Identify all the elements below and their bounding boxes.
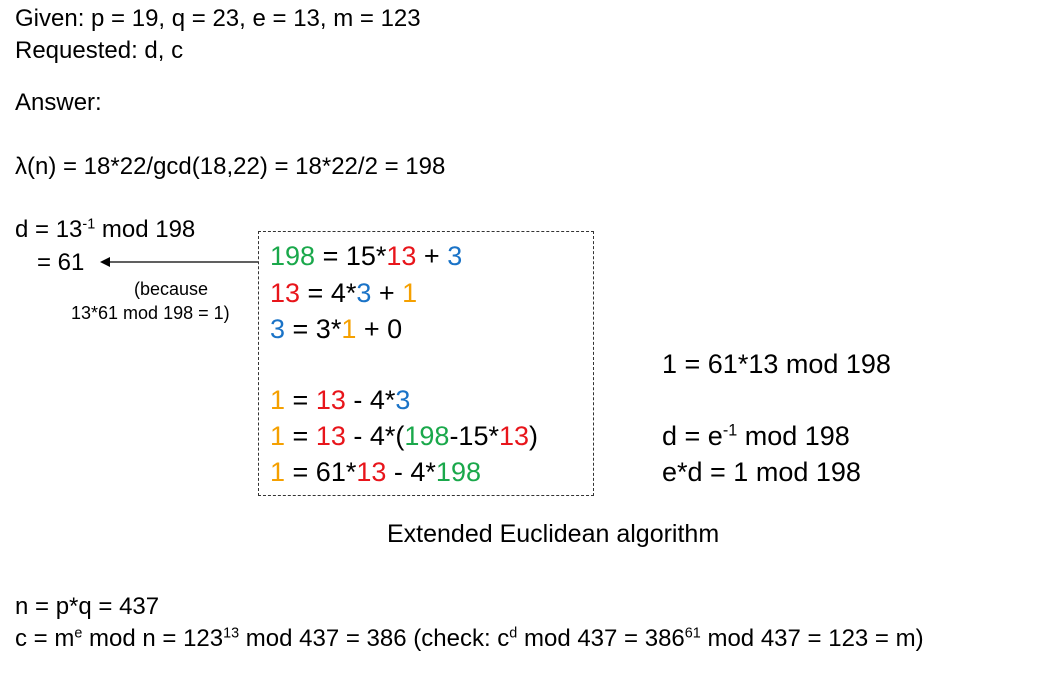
requested-text: Requested: d, c xyxy=(15,37,184,64)
right-line-3: e*d = 1 mod 198 xyxy=(662,459,861,486)
euclid-r1-d: + xyxy=(416,241,448,271)
because-text-2: 13*61 mod 198 = 1) xyxy=(71,303,230,323)
lambda-symbol: λ xyxy=(15,153,27,180)
euclid-r3-a: 3 xyxy=(270,314,286,344)
right-l2-exp: -1 xyxy=(722,421,738,440)
d-result-text: = 61 xyxy=(37,249,85,276)
right-l1-text: 1 = 61*13 mod 198 xyxy=(662,349,891,379)
euclid-r1-e: 3 xyxy=(447,241,463,271)
lambda-text: (n) = 18*22/gcd(18,22) = 18*22/2 = 198 xyxy=(27,153,446,180)
euclid-r4-b: = xyxy=(285,385,316,415)
because-text-1: (because xyxy=(134,279,209,299)
d-result: = 61 xyxy=(37,251,84,275)
given-line: Given: p = 19, q = 23, e = 13, m = 123 xyxy=(15,7,421,31)
euclid-box xyxy=(258,231,594,496)
euclid-row-5: 1 = 13 - 4*(198-15*13) xyxy=(270,423,538,450)
answer-label: Answer: xyxy=(15,91,102,115)
right-l3-text: e*d = 1 mod 198 xyxy=(662,457,861,487)
euclid-r3-d: + 0 xyxy=(356,314,403,344)
right-line-2: d = e-1 mod 198 xyxy=(662,421,850,451)
euclid-r4-c: 13 xyxy=(315,385,346,415)
euclid-r5-b: = xyxy=(285,421,316,451)
euclid-r2-c: 3 xyxy=(356,278,372,308)
requested-line: Requested: d, c xyxy=(15,39,183,63)
euclid-r3-c: 1 xyxy=(341,314,357,344)
because-note-2: 13*61 mod 198 = 1) xyxy=(71,304,230,322)
euclid-r2-a: 13 xyxy=(270,278,301,308)
euclid-r5-g: 13 xyxy=(498,421,530,451)
euclid-r5-h: ) xyxy=(529,421,539,451)
right-l2-suffix: mod 198 xyxy=(737,421,850,451)
euclid-row-2: 13 = 4*3 + 1 xyxy=(270,280,417,307)
euclid-r2-e: 1 xyxy=(402,278,418,308)
euclid-r1-b: = 15* xyxy=(315,241,387,271)
given-text: Given: p = 19, q = 23, e = 13, m = 123 xyxy=(15,5,421,32)
euclid-r6-e: 198 xyxy=(435,457,481,487)
c-p1: c = m xyxy=(15,625,75,652)
euclid-row-3: 3 = 3*1 + 0 xyxy=(270,316,402,343)
euclid-r4-e: 3 xyxy=(395,385,411,415)
euclid-r5-d: - 4*( xyxy=(345,421,405,451)
euclid-r6-d: - 4* xyxy=(386,457,436,487)
caption-text: Extended Euclidean algorithm xyxy=(387,520,720,548)
euclid-r4-d: - 4* xyxy=(345,385,396,415)
answer-text: Answer: xyxy=(15,89,102,116)
c-line: c = me mod n = 12313 mod 437 = 386 (chec… xyxy=(15,625,924,652)
euclid-r2-b: = 4* xyxy=(300,278,357,308)
euclid-r2-d: + xyxy=(371,278,403,308)
right-l2-prefix: d = e xyxy=(662,421,723,451)
c-e4: 61 xyxy=(684,625,701,642)
n-line: n = p*q = 437 xyxy=(15,595,159,619)
euclid-row-6: 1 = 61*13 - 4*198 xyxy=(270,459,481,486)
n-text: n = p*q = 437 xyxy=(15,593,160,620)
c-p3: mod 437 = 386 (check: c xyxy=(239,625,510,652)
because-note-1: (because xyxy=(134,280,208,298)
euclid-r6-a: 1 xyxy=(270,457,286,487)
euclid-r6-c: 13 xyxy=(356,457,387,487)
euclid-r4-a: 1 xyxy=(270,385,286,415)
c-e1: e xyxy=(74,625,83,642)
euclid-r1-c: 13 xyxy=(386,241,417,271)
euclid-r5-e: 198 xyxy=(404,421,450,451)
right-line-1: 1 = 61*13 mod 198 xyxy=(662,351,891,378)
d-definition: d = 13-1 mod 198 xyxy=(15,216,196,243)
euclid-r5-a: 1 xyxy=(270,421,286,451)
d-suffix: mod 198 xyxy=(95,216,196,243)
euclid-r3-b: = 3* xyxy=(285,314,342,344)
d-prefix: d = 13 xyxy=(15,216,83,243)
c-e2: 13 xyxy=(223,625,240,642)
euclid-caption: Extended Euclidean algorithm xyxy=(387,522,719,547)
euclid-r6-b: = 61* xyxy=(285,457,357,487)
left-arrow-icon xyxy=(100,257,258,267)
euclid-row-1: 198 = 15*13 + 3 xyxy=(270,243,462,270)
c-e3: d xyxy=(509,625,518,642)
euclid-row-4: 1 = 13 - 4*3 xyxy=(270,387,410,414)
c-p4: mod 437 = 386 xyxy=(517,625,685,652)
euclid-r5-f: -15* xyxy=(449,421,499,451)
lambda-line: λ(n) = 18*22/gcd(18,22) = 18*22/2 = 198 xyxy=(15,155,445,179)
euclid-r1-a: 198 xyxy=(270,241,316,271)
euclid-r5-c: 13 xyxy=(315,421,346,451)
c-p5: mod 437 = 123 = m) xyxy=(700,625,924,652)
c-p2: mod n = 123 xyxy=(82,625,224,652)
d-exponent: -1 xyxy=(82,216,96,233)
